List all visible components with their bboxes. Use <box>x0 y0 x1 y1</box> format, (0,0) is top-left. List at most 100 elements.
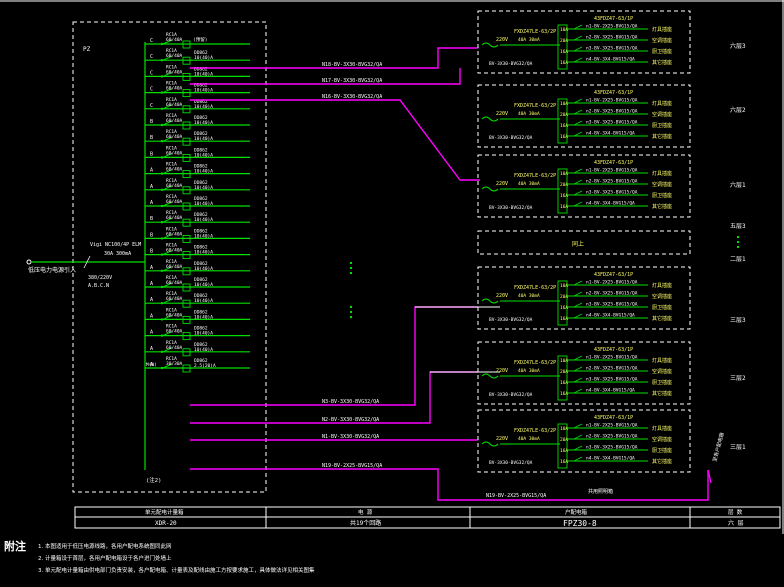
output-circuit: n2-BV-3X25-BVG15/QA <box>586 109 638 115</box>
phase-letter: A <box>150 168 153 174</box>
meter-rating: 10(40)A <box>194 331 213 337</box>
output-rating: 10A <box>560 27 568 33</box>
distribution-box-frame <box>477 341 691 405</box>
ground-symbol <box>481 186 499 192</box>
breaker-blade <box>162 71 173 77</box>
output-circuit: n3-BV-3X25-BVG15/QA <box>586 46 638 52</box>
output-rating: 20A <box>560 182 568 188</box>
breaker-rating: 30/30A <box>166 361 183 367</box>
output-blade <box>573 190 583 196</box>
output-rating: 16A <box>560 193 568 199</box>
breaker-contact <box>160 188 164 191</box>
meter-rating: 10(40)A <box>194 298 213 304</box>
floor-labels: 六层3 六层2 六层1 五层3 二层1 三层3 三层2 三层1 <box>730 42 746 451</box>
box-rating: 40A 30mA <box>518 181 540 187</box>
feeder-white-segments <box>415 306 500 373</box>
output-load: 厨卫插座 <box>652 304 672 311</box>
feeder-wire <box>190 47 478 69</box>
output-rating: 16A <box>560 305 568 311</box>
feeder-label: N3-BV-3X30-BVG32/QA <box>322 399 379 405</box>
output-rating: 10A <box>560 101 568 107</box>
meter-box <box>182 202 191 211</box>
breaker-blade <box>162 39 173 45</box>
title-cell: 共19个回路 <box>350 519 381 527</box>
panel-note-ref: (注2) <box>146 476 161 484</box>
breaker-rating: 60/40A <box>166 296 183 302</box>
breaker-blade <box>162 88 173 94</box>
output-blade <box>573 35 583 41</box>
breaker-blade <box>162 55 173 61</box>
dot <box>350 316 352 318</box>
meter-rating: 10(40)A <box>194 201 213 207</box>
output-circuit: n1-BV-2X25-BVG15/QA <box>586 98 638 104</box>
meter-rating: 10(40)A <box>194 71 213 77</box>
floor-label: 六层1 <box>730 181 746 189</box>
breaker-contact <box>160 350 164 353</box>
box-bus <box>557 98 568 144</box>
breaker-type: RC1A <box>166 81 177 87</box>
phase-letter: C <box>150 103 153 109</box>
bottom-unit-label: M(N) <box>146 362 157 368</box>
output-blade <box>573 445 583 451</box>
output-circuit: n4-BV-3X4-BVG15/QA <box>586 388 635 394</box>
breaker-contact <box>160 156 164 159</box>
output-blade <box>573 302 583 308</box>
breaker-rating: 60/40A <box>166 102 183 108</box>
box-bus <box>557 24 568 70</box>
box-model: FXDZ47LE-63/2P <box>514 360 556 366</box>
dot <box>350 311 352 313</box>
box-feeder: BV-3X30-BVG32/QA <box>489 135 533 141</box>
note-line: 3. 单元配电计量箱由供电部门负责安装，各户配电箱、计量表及配线由施工方按要求施… <box>38 568 315 574</box>
box-voltage: 220V <box>496 436 508 442</box>
incoming-label: 低压电力电源引入 <box>28 266 76 274</box>
output-circuit: n3-BV-3X25-BVG15/QA <box>586 445 638 451</box>
meter-type: DD862 <box>194 261 208 267</box>
breaker-type: RC1A <box>166 194 177 200</box>
breaker-blade <box>162 136 173 142</box>
meter-type: DD862 <box>194 147 208 153</box>
output-circuit: n2-BV-3X25-BVG15/QA <box>586 35 638 41</box>
output-blade <box>573 434 583 440</box>
breaker-rating: 60/40A <box>166 312 183 318</box>
breaker-type: RC1A <box>166 226 177 232</box>
box-bus <box>557 423 568 469</box>
meter-type: DD862 <box>194 309 208 315</box>
meter-box <box>182 218 191 227</box>
dot <box>350 306 352 308</box>
output-circuit: n2-BV-3X25-BVG15/QA <box>586 366 638 372</box>
breaker-type: RC1A <box>166 340 177 346</box>
floor-label: 二层1 <box>730 256 746 263</box>
output-load: 空调插座 <box>652 37 672 44</box>
riser-circuit: N19-BV-2X25-BVG15/QA <box>486 493 546 499</box>
breaker-type: RC1A <box>166 178 177 184</box>
breaker-contact <box>160 42 164 46</box>
output-circuit: n1-BV-2X25-BVG15/QA <box>586 423 638 429</box>
riser-box-label: 共用照明箱 <box>588 488 613 495</box>
output-load: 其它插座 <box>652 203 672 210</box>
breaker-rating: 60/40A <box>166 264 183 270</box>
dot <box>737 236 739 238</box>
output-load: 其它插座 <box>652 59 672 66</box>
box-model: FXDZ47LE-63/2P <box>514 173 556 179</box>
output-blade <box>573 120 583 126</box>
meter-type: DD862 <box>194 326 208 332</box>
output-blade <box>573 377 583 383</box>
breaker-blade <box>162 250 173 256</box>
breaker-contact <box>160 302 164 305</box>
box-voltage: 220V <box>496 368 508 374</box>
floor-label: 三层2 <box>730 375 746 382</box>
output-load: 厨卫插座 <box>652 192 672 199</box>
box-header: 43FDZ47-63/1P <box>594 272 633 278</box>
